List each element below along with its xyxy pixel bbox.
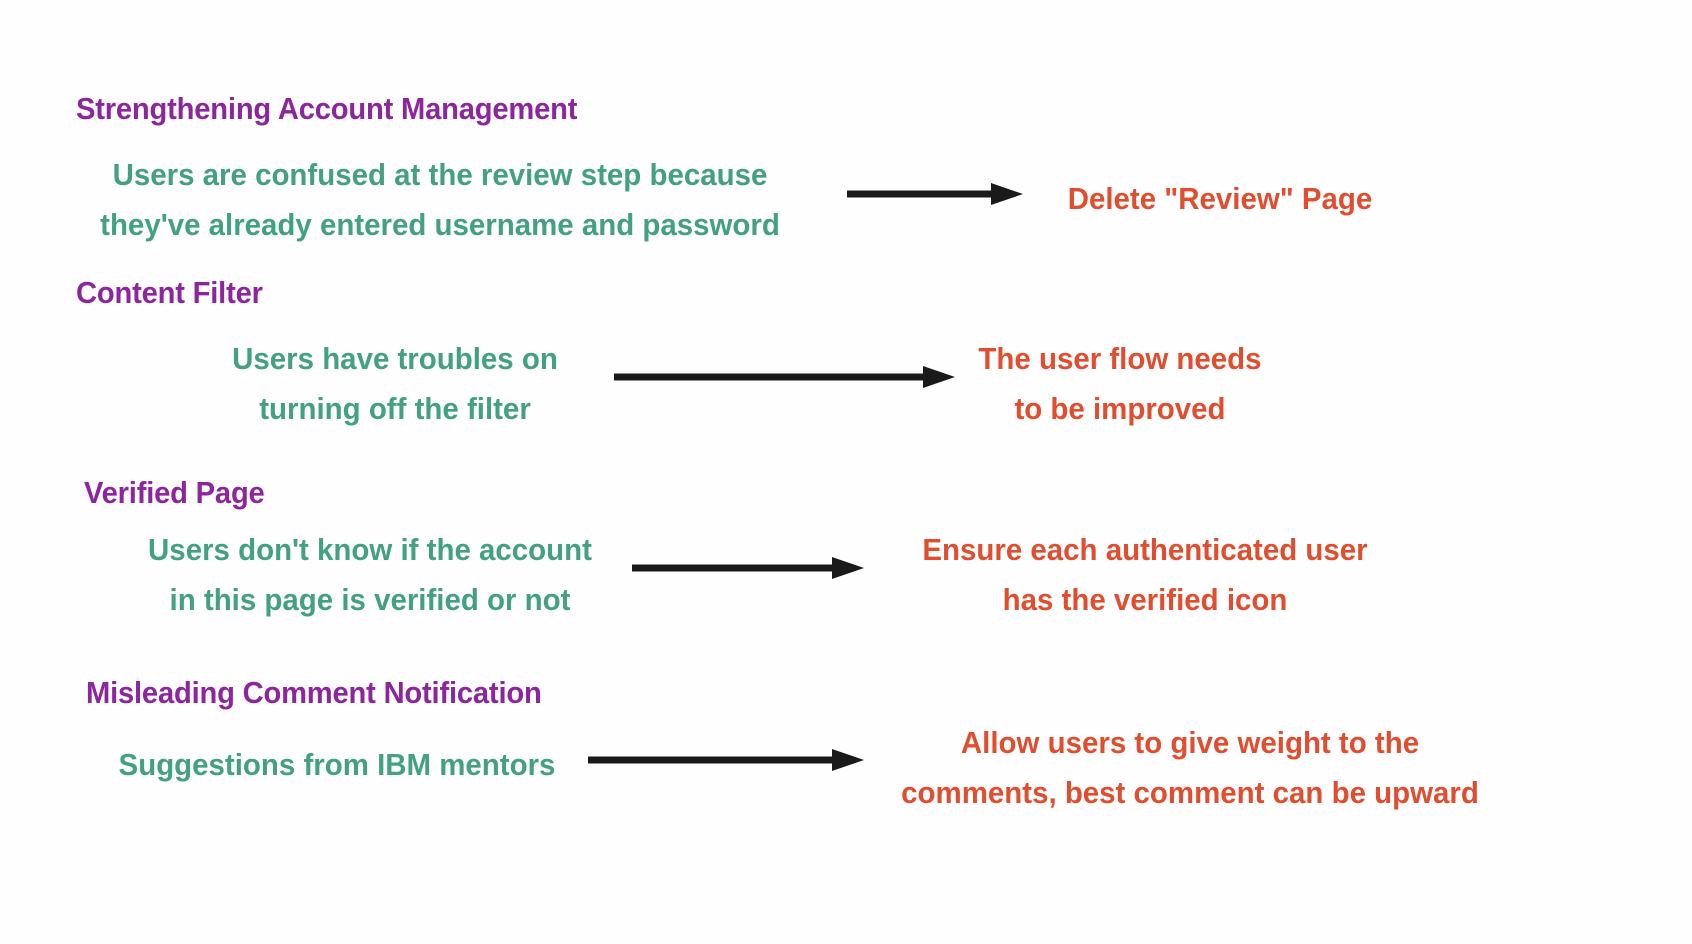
problem-statement-2: Users have troubles on turning off the f… bbox=[162, 334, 628, 434]
solution-line: Ensure each authenticated user bbox=[922, 532, 1368, 567]
solution-statement-4: Allow users to give weight to the commen… bbox=[858, 718, 1523, 818]
arrow-icon bbox=[847, 183, 1023, 205]
arrow-icon bbox=[632, 557, 864, 579]
problem-statement-4: Suggestions from IBM mentors bbox=[55, 740, 619, 790]
problem-statement-1: Users are confused at the review step be… bbox=[60, 150, 820, 250]
problem-line: they've already entered username and pas… bbox=[100, 207, 780, 242]
solution-statement-2: The user flow needs to be improved bbox=[911, 334, 1329, 434]
problem-line: Users are confused at the review step be… bbox=[112, 157, 768, 192]
section-heading-verified-page: Verified Page bbox=[84, 475, 265, 510]
arrow-icon bbox=[588, 749, 864, 771]
solution-statement-1: Delete "Review" Page bbox=[1049, 174, 1391, 224]
problem-line: turning off the filter bbox=[259, 391, 531, 426]
solution-line: The user flow needs bbox=[978, 341, 1262, 376]
problem-line: in this page is verified or not bbox=[169, 582, 571, 617]
solution-line: Delete "Review" Page bbox=[1067, 181, 1373, 216]
solution-line: to be improved bbox=[1014, 391, 1226, 426]
solution-line: has the verified icon bbox=[1002, 582, 1288, 617]
section-heading-strengthening-account-management: Strengthening Account Management bbox=[76, 91, 578, 126]
section-heading-misleading-comment-notification: Misleading Comment Notification bbox=[86, 675, 542, 710]
solution-line: Allow users to give weight to the bbox=[960, 725, 1420, 760]
problem-line: Users have troubles on bbox=[232, 341, 558, 376]
solution-line: comments, best comment can be upward bbox=[901, 775, 1479, 810]
solution-statement-3: Ensure each authenticated user has the v… bbox=[874, 525, 1416, 625]
problem-line: Users don't know if the account bbox=[148, 532, 592, 567]
problem-statement-3: Users don't know if the account in this … bbox=[133, 525, 608, 625]
arrow-icon bbox=[614, 366, 955, 388]
section-heading-content-filter: Content Filter bbox=[76, 275, 263, 310]
problem-line: Suggestions from IBM mentors bbox=[118, 747, 556, 782]
